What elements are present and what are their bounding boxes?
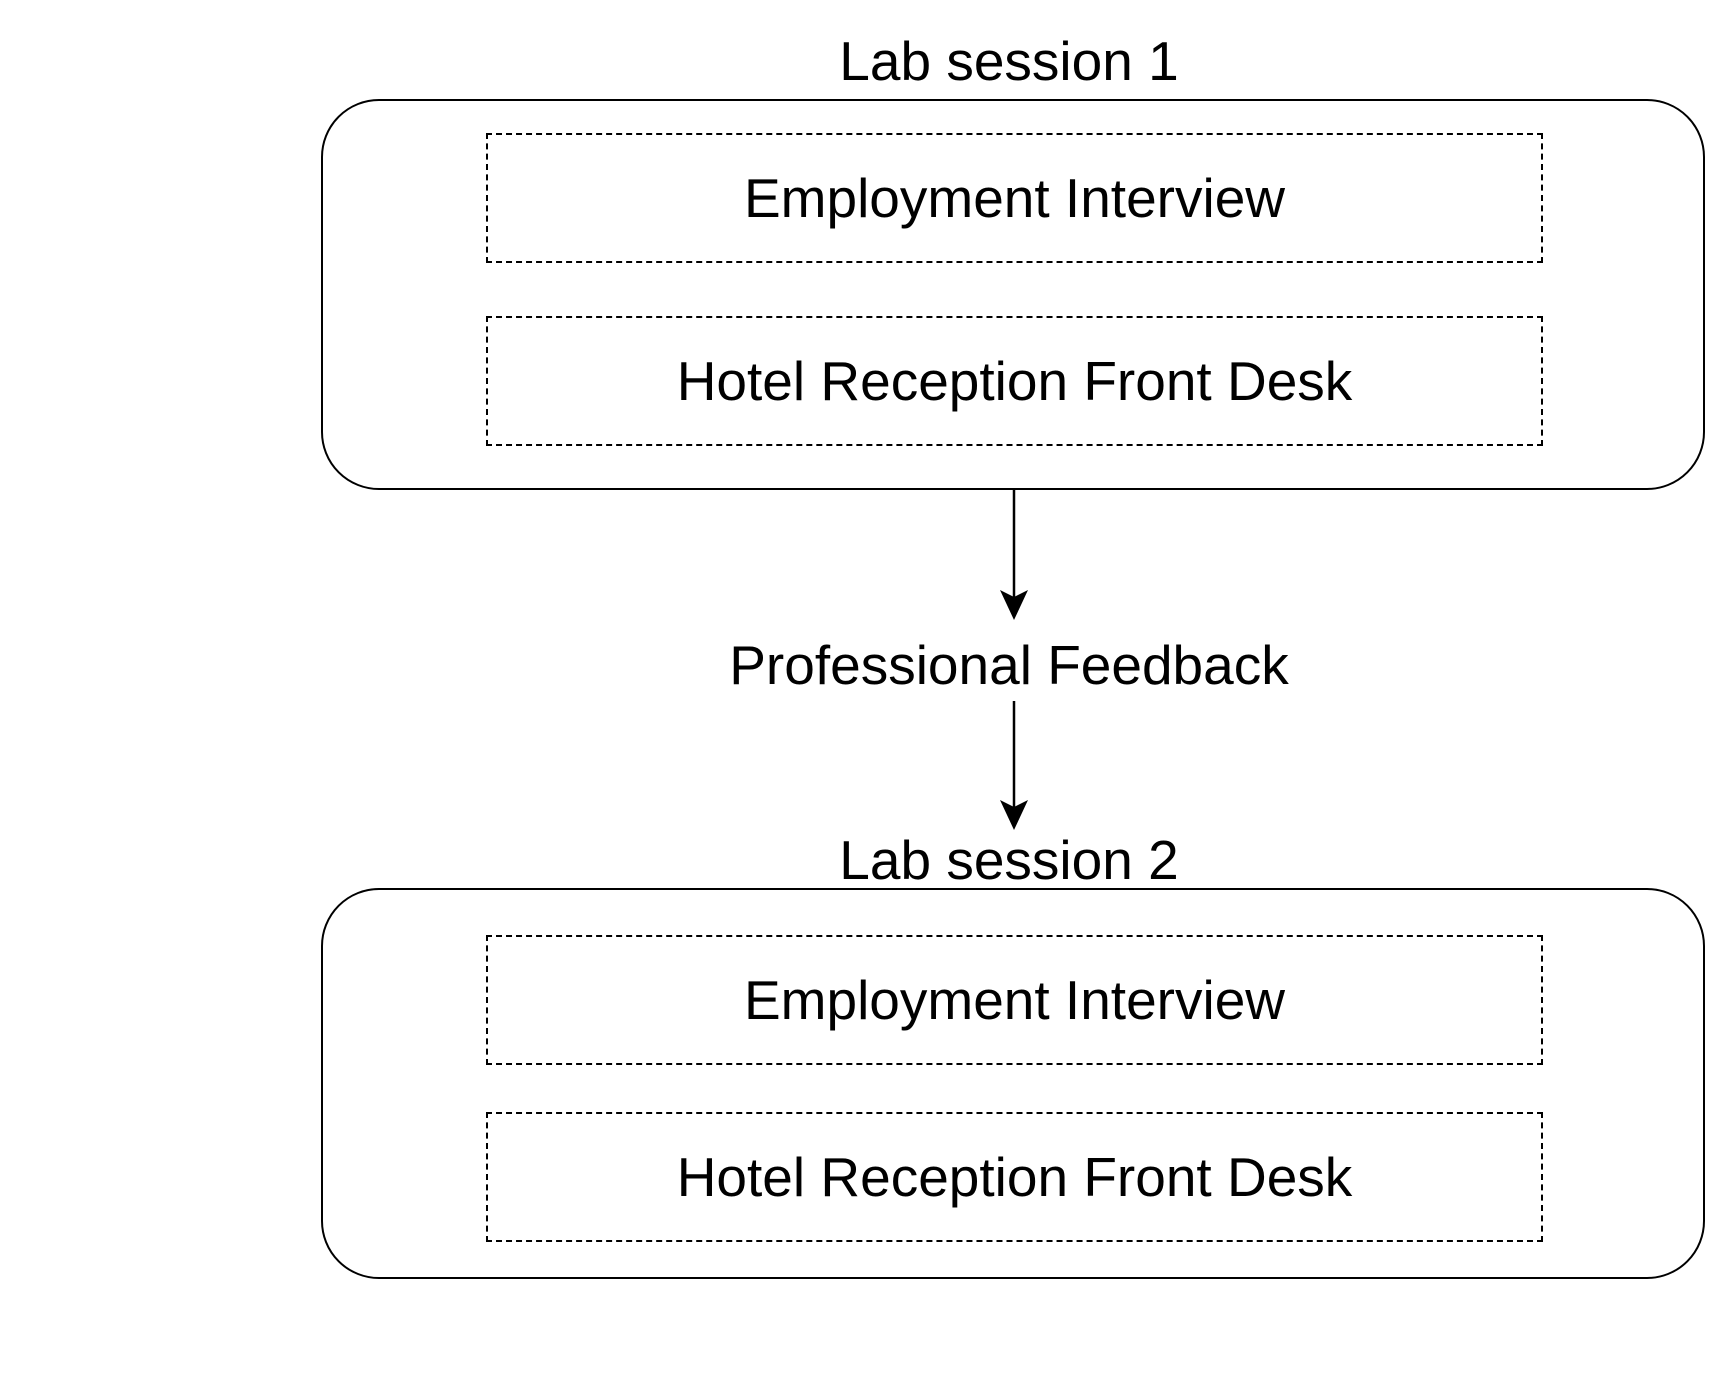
session-1-activity-employment-interview: Employment Interview: [486, 133, 1543, 263]
session-1-activity-hotel-reception: Hotel Reception Front Desk: [486, 316, 1543, 446]
arrow-session1-to-feedback: [1000, 490, 1028, 620]
arrow-feedback-to-session2: [1000, 701, 1028, 830]
feedback-label: Professional Feedback: [729, 634, 1289, 696]
session-1-title: Lab session 1: [839, 30, 1179, 92]
session-1-container: Employment Interview Hotel Reception Fro…: [321, 99, 1705, 490]
session-2-container: Employment Interview Hotel Reception Fro…: [321, 888, 1705, 1279]
session-2-activity-employment-interview: Employment Interview: [486, 935, 1543, 1065]
session-2-activity-hotel-reception: Hotel Reception Front Desk: [486, 1112, 1543, 1242]
session-2-title: Lab session 2: [839, 829, 1179, 891]
